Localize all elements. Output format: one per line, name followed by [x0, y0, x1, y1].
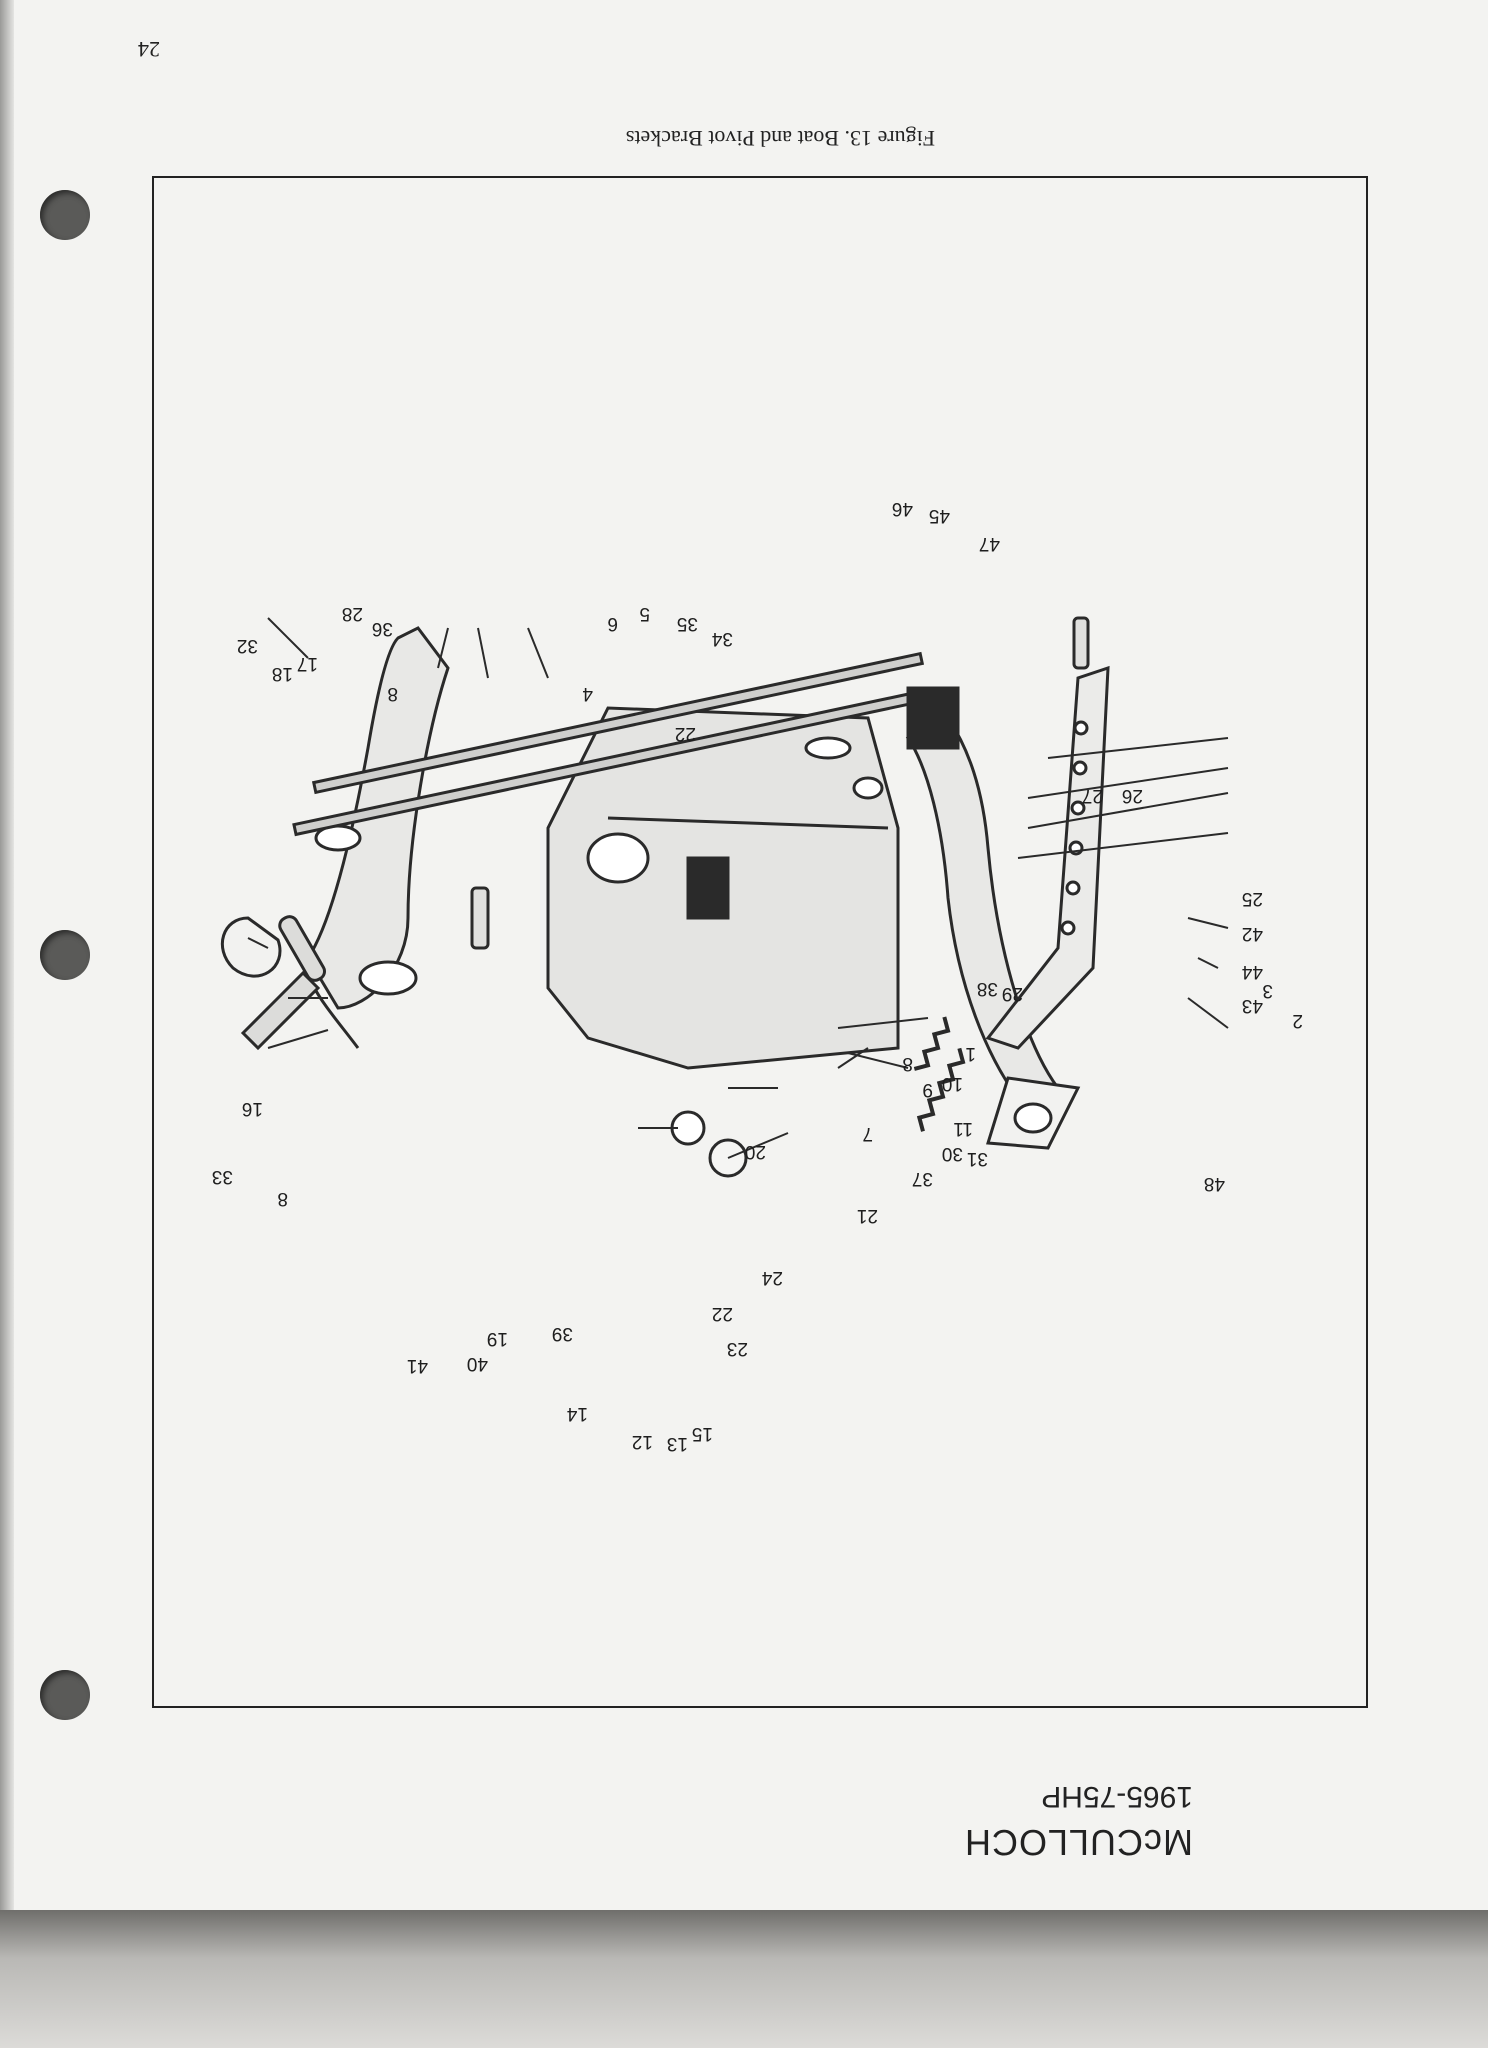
part-label-12: 12: [632, 1431, 653, 1452]
part-label-47: 47: [979, 533, 1000, 554]
part-label-28: 28: [342, 603, 363, 624]
binder-hole-top: [40, 190, 90, 240]
part-label-27: 27: [1082, 785, 1103, 806]
part-label-39: 39: [552, 1323, 573, 1344]
part-label-48: 48: [1204, 1173, 1225, 1194]
part-label-37: 37: [912, 1168, 933, 1189]
right-bracket: [304, 626, 450, 1049]
part-label-30: 30: [942, 1143, 963, 1164]
part-label-6: 6: [607, 613, 618, 634]
part-label-24: 24: [761, 1267, 783, 1288]
part-label-18: 18: [272, 663, 293, 684]
part-label-14: 14: [566, 1403, 588, 1424]
part-label-20: 20: [745, 1141, 766, 1162]
part-label-8c: 8: [277, 1188, 288, 1209]
part-label-22a: 22: [675, 723, 696, 744]
part-label-26: 26: [1122, 785, 1143, 806]
part-label-40: 40: [467, 1353, 488, 1374]
left-bracket: [905, 716, 1081, 1150]
part-label-4: 4: [582, 683, 593, 704]
part-label-33: 33: [212, 1166, 233, 1187]
part-label-21: 21: [857, 1205, 878, 1226]
part-label-8a: 8: [902, 1053, 913, 1074]
part-label-44: 44: [1241, 961, 1263, 982]
part-label-8b: 8: [387, 683, 398, 704]
part-label-42: 42: [1242, 923, 1263, 944]
part-label-10: 10: [942, 1073, 963, 1094]
part-label-34: 34: [711, 628, 733, 649]
part-label-46: 46: [892, 498, 913, 519]
tilt-springs: [913, 1016, 966, 1132]
part-label-16: 16: [242, 1098, 263, 1119]
right-handle: [220, 915, 327, 1051]
part-label-25: 25: [1242, 888, 1263, 909]
part-label-43: 43: [1242, 995, 1263, 1016]
part-label-9: 9: [922, 1079, 933, 1100]
part-label-31: 31: [967, 1148, 988, 1169]
scanner-bottom-edge: [0, 1910, 1488, 2048]
part-label-17: 17: [297, 653, 318, 674]
part-label-35: 35: [677, 613, 698, 634]
part-labels: 1 2 3 4 5 6 7 8 8 8 9 10 11 12 13 14 15 …: [212, 498, 1303, 1454]
part-label-5: 5: [639, 603, 650, 624]
part-label-7: 7: [862, 1123, 873, 1144]
part-label-13: 13: [667, 1433, 688, 1454]
part-label-22b: 22: [712, 1303, 733, 1324]
part-label-11: 11: [953, 1118, 973, 1139]
part-label-15: 15: [692, 1423, 713, 1444]
part-label-45: 45: [929, 505, 950, 526]
part-label-2: 2: [1292, 1010, 1303, 1031]
part-label-38: 38: [977, 978, 998, 999]
part-label-32: 32: [237, 635, 258, 656]
binder-hole-middle: [40, 930, 90, 980]
part-label-41: 41: [407, 1355, 428, 1376]
scan-edge: [0, 0, 14, 1910]
part-label-29: 29: [1002, 983, 1023, 1004]
clamp-screws: [470, 616, 1090, 1178]
tilt-tube: [292, 651, 960, 920]
part-label-1: 1: [965, 1043, 976, 1064]
part-label-23: 23: [727, 1338, 748, 1359]
part-label-36: 36: [372, 618, 393, 639]
part-label-3: 3: [1262, 980, 1273, 1001]
leader-lines: [247, 617, 1229, 1159]
binder-hole-bottom: [40, 1670, 90, 1720]
left-plate: [985, 665, 1110, 1050]
part-label-19: 19: [487, 1328, 508, 1349]
